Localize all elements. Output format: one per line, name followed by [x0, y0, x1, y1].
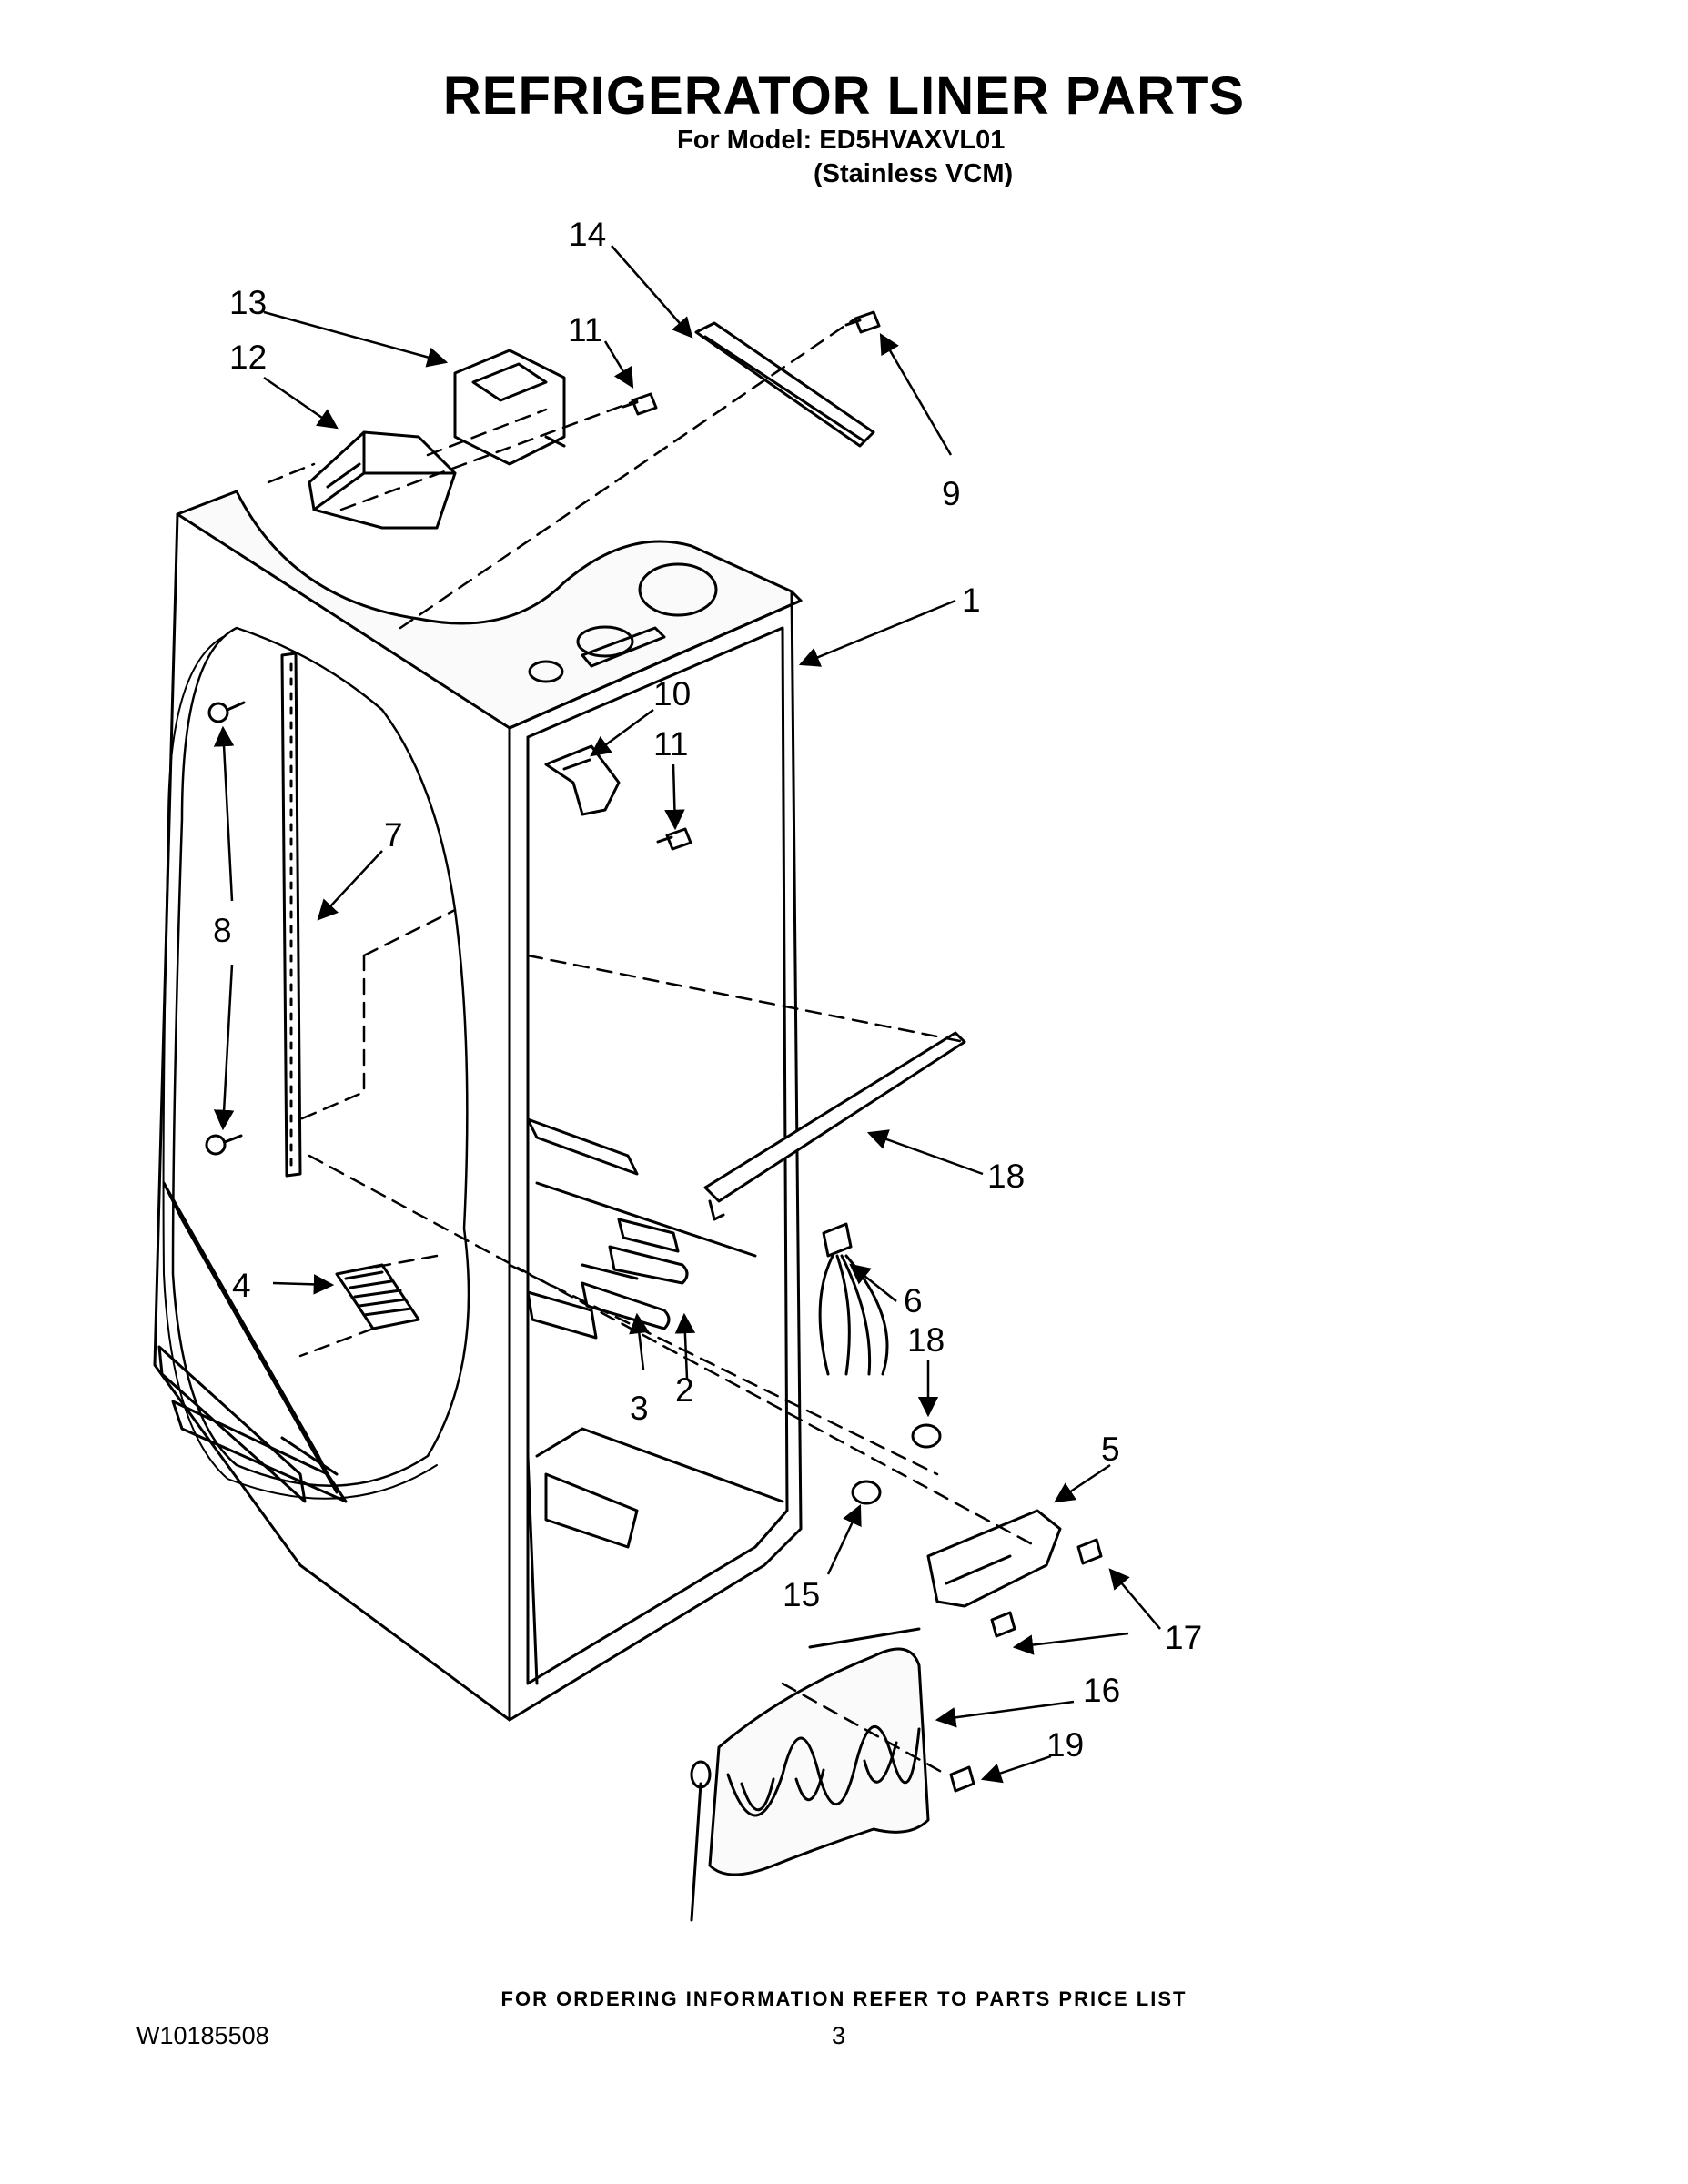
- page-number: 3: [832, 2022, 846, 2049]
- screws-top: [622, 310, 881, 851]
- screws-8: [205, 701, 246, 1156]
- callout-9: 9: [942, 475, 961, 512]
- callout-1: 1: [962, 581, 981, 619]
- callout-labels: 14 13 11 12 9 1 10 11 7 8 18 4 6 18 2 3 …: [213, 216, 1202, 1764]
- leader-arrows: [213, 245, 1161, 1784]
- screw-19: [949, 1765, 975, 1793]
- callout-18-rail: 18: [987, 1158, 1025, 1195]
- liner-cabinet: [153, 490, 803, 1722]
- document-number: W10185508: [136, 2022, 269, 2049]
- cover-13: [453, 349, 566, 466]
- callout-18-bushing: 18: [907, 1321, 945, 1359]
- shelf-ladder-7: [280, 652, 302, 1178]
- variant-line: (Stainless VCM): [814, 159, 1014, 188]
- callout-11-top: 11: [568, 311, 602, 349]
- callout-2: 2: [675, 1371, 694, 1409]
- assembly-lines: [267, 317, 1039, 1776]
- channel-14: [694, 321, 875, 448]
- drain-trough-5: [926, 1509, 1062, 1608]
- callout-3: 3: [630, 1390, 649, 1427]
- bracket-parts-2-3: [581, 1218, 689, 1330]
- callout-8: 8: [213, 912, 232, 949]
- callout-5: 5: [1101, 1431, 1120, 1468]
- bracket-10: [544, 744, 621, 816]
- page-title: REFRIGERATOR LINER PARTS: [442, 66, 1246, 126]
- callout-11-mid: 11: [653, 725, 688, 763]
- callout-19: 19: [1046, 1726, 1084, 1764]
- ordering-note: FOR ORDERING INFORMATION REFER TO PARTS …: [500, 1987, 1188, 2010]
- control-housing-12: [308, 430, 457, 530]
- callout-13: 13: [229, 284, 267, 321]
- callout-6: 6: [904, 1282, 923, 1320]
- callout-10: 10: [653, 675, 691, 713]
- rail-18: [703, 1031, 966, 1221]
- bushings-15-18: [851, 1423, 942, 1505]
- vent-grille-4: [335, 1263, 420, 1330]
- screws-17: [990, 1538, 1103, 1638]
- callout-17: 17: [1165, 1619, 1202, 1656]
- coil-16: [690, 1627, 930, 1922]
- callout-16: 16: [1083, 1672, 1120, 1709]
- callout-4: 4: [232, 1267, 251, 1304]
- wire-harness-6: [818, 1222, 889, 1376]
- model-line: For Model: ED5HVAXVL01: [677, 126, 1006, 155]
- callout-15: 15: [783, 1576, 820, 1613]
- callout-12: 12: [229, 339, 267, 376]
- callout-7: 7: [384, 816, 403, 854]
- callout-14: 14: [569, 216, 606, 253]
